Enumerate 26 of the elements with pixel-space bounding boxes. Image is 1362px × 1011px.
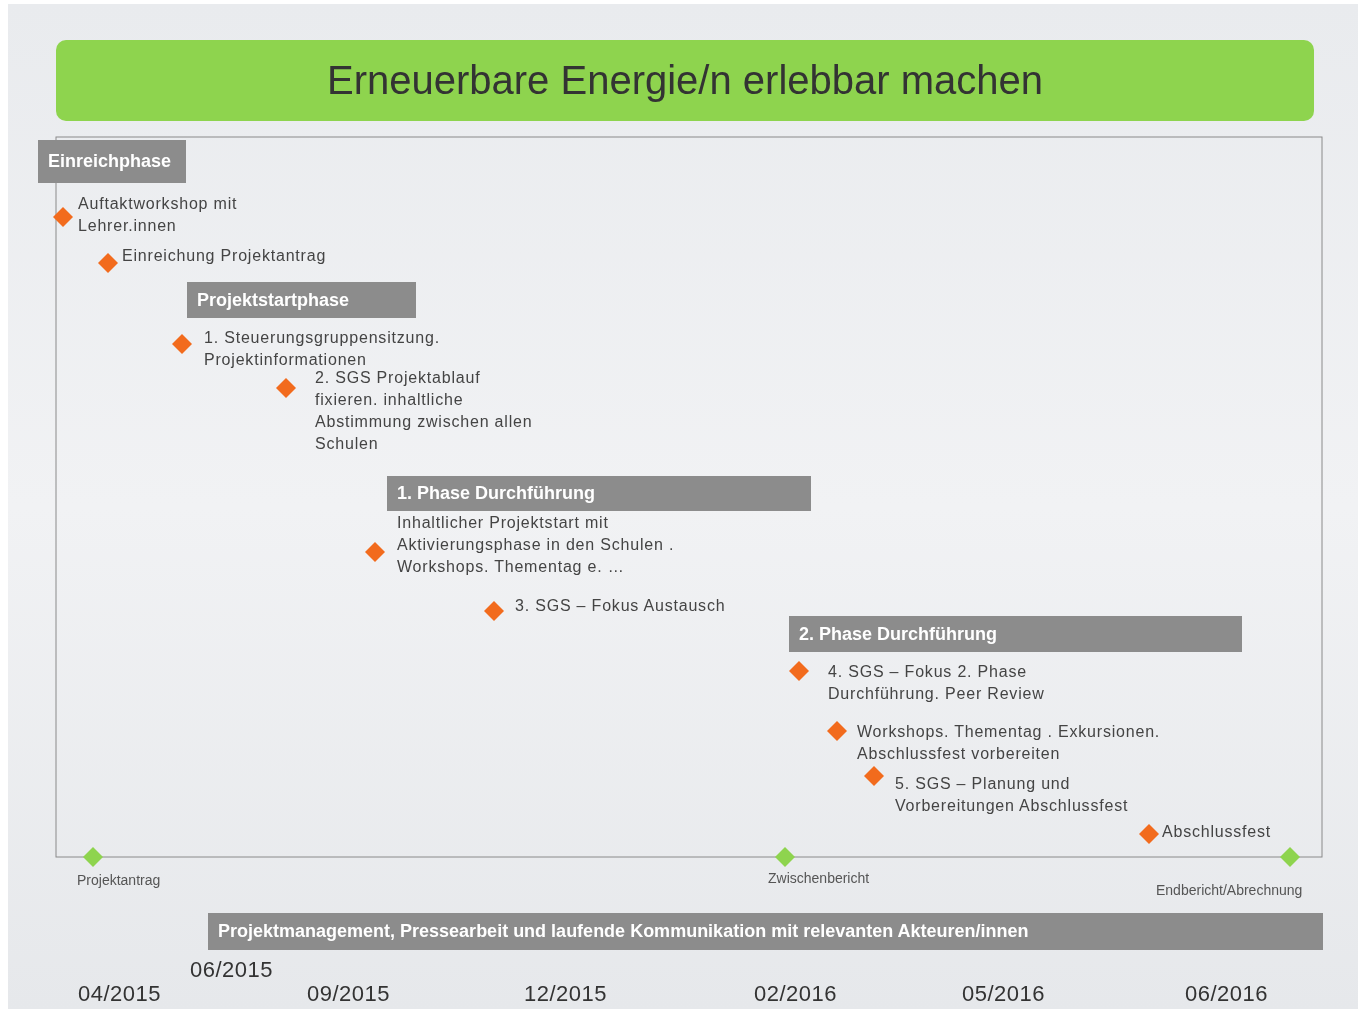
- phase-bar: Einreichphase: [38, 140, 186, 183]
- phase-bar: 1. Phase Durchführung: [387, 476, 811, 511]
- date-label: 02/2016: [754, 981, 838, 1007]
- milestone-text: 4. SGS – Fokus 2. Phase Durchführung. Peer Review: [828, 662, 1046, 704]
- phase-bar: Projektmanagement, Pressearbeit und laufende Kommunikation mit relevanten Akteuren/innen: [208, 913, 1323, 950]
- date-label: 05/2016: [962, 981, 1046, 1007]
- milestone-text: Auftaktworkshop mit Lehrer.innen: [78, 194, 239, 236]
- milestone-text: Abschlussfest: [1162, 822, 1273, 842]
- report-label: Zwischenbericht: [768, 870, 870, 886]
- date-label: 04/2015: [78, 981, 162, 1007]
- date-label: 06/2015: [190, 957, 274, 983]
- report-label: Projektantrag: [77, 872, 161, 888]
- date-label: 09/2015: [307, 981, 391, 1007]
- milestone-text: Inhaltlicher Projektstart mit Aktivierungsphase in den Schulen . Workshops. Thementag e. …: [397, 513, 676, 577]
- report-label: Endbericht/Abrechnung: [1156, 882, 1303, 898]
- phase-bar: 2. Phase Durchführung: [789, 616, 1242, 652]
- phase-bar: Projektstartphase: [187, 282, 416, 318]
- milestone-text: 5. SGS – Planung und Vorbereitungen Abschlussfest: [895, 774, 1130, 816]
- title-banner: Erneuerbare Energie/n erlebbar machen: [56, 40, 1314, 121]
- milestone-text: 3. SGS – Fokus Austausch: [515, 596, 727, 616]
- milestone-text: Workshops. Thementag . Exkursionen. Abschlussfest vorbereiten: [857, 722, 1162, 764]
- date-label: 12/2015: [524, 981, 608, 1007]
- milestone-text: 2. SGS Projektablauf fixieren. inhaltliche Abstimmung zwischen allen Schulen: [315, 368, 534, 454]
- milestone-text: Einreichung Projektantrag: [122, 246, 328, 266]
- milestone-text: 1. Steuerungsgruppensitzung. Projektinformationen: [204, 328, 441, 370]
- date-label: 06/2016: [1185, 981, 1269, 1007]
